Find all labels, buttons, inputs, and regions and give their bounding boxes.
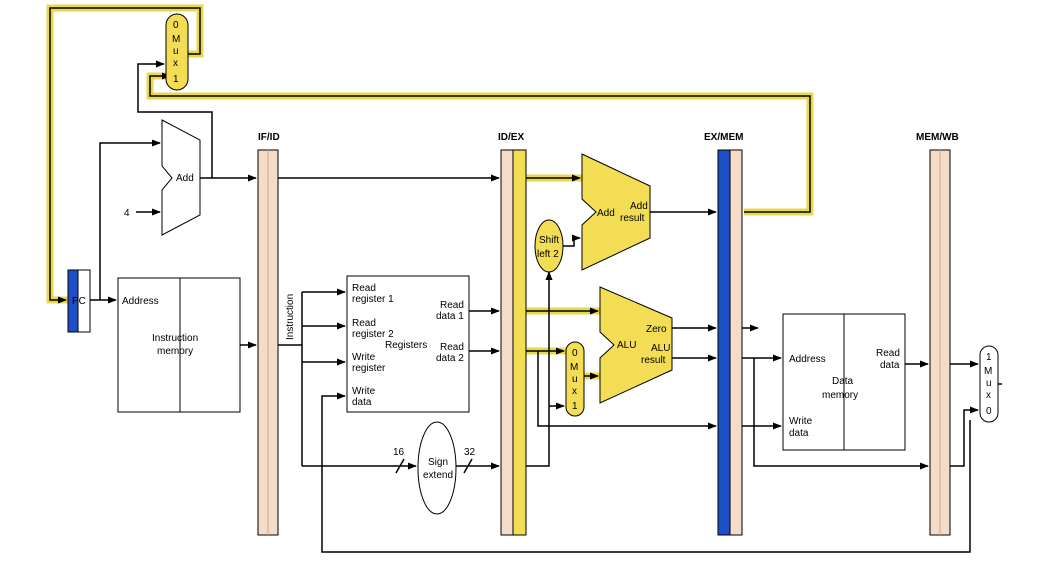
svg-text:data 2: data 2 (436, 353, 464, 364)
svg-text:result: result (620, 213, 645, 224)
if-id-label: IF/ID (258, 132, 280, 143)
svg-text:data: data (789, 428, 809, 439)
svg-text:Instruction: Instruction (152, 333, 198, 344)
sign-extend-unit: Sign extend 16 32 (393, 421, 476, 515)
instruction-memory: Address Instruction memory (117, 277, 241, 413)
svg-text:left 2: left 2 (537, 249, 559, 260)
if-adder-label: Add (176, 173, 194, 184)
svg-text:Write: Write (789, 416, 813, 427)
alu: ALU Zero ALU result (599, 286, 673, 404)
if-id-register: IF/ID (257, 132, 280, 536)
svg-text:data: data (880, 360, 900, 371)
svg-text:data: data (352, 397, 372, 408)
writeback-mux: 1 M u x 0 (979, 345, 999, 423)
svg-text:register 2: register 2 (352, 329, 394, 340)
ex-mem-label: EX/MEM (704, 132, 743, 143)
svg-text:u: u (173, 46, 179, 57)
register-file: Read register 1 Read register 2 Register… (346, 275, 470, 413)
svg-text:x: x (986, 390, 991, 401)
shift-left-2: Shift left 2 (534, 219, 564, 273)
alu-label: ALU (617, 340, 636, 351)
svg-text:Read: Read (352, 283, 376, 294)
svg-text:data 1: data 1 (436, 311, 464, 322)
svg-text:M: M (570, 362, 578, 373)
mem-wb-label: MEM/WB (916, 132, 959, 143)
svg-text:Write: Write (352, 386, 376, 397)
svg-text:Write: Write (352, 352, 376, 363)
svg-text:Read: Read (440, 300, 464, 311)
registers-title: Registers (385, 340, 427, 351)
ex-branch-adder: Add Add result (581, 153, 651, 271)
svg-text:result: result (641, 355, 666, 366)
pc-mux: 0 M u x 1 (165, 13, 189, 91)
svg-text:x: x (572, 386, 577, 397)
svg-text:u: u (572, 374, 578, 385)
wires (90, 60, 1002, 553)
data-memory: Address Data memory Read data Write data (782, 313, 906, 451)
svg-text:x: x (173, 58, 178, 69)
alu-zero-label: Zero (646, 324, 667, 335)
svg-text:Read: Read (352, 318, 376, 329)
id-ex-register: ID/EX (498, 132, 527, 536)
program-counter: PC (67, 269, 91, 333)
svg-text:0: 0 (572, 348, 578, 359)
pc-label: PC (72, 296, 86, 307)
svg-text:1: 1 (572, 401, 578, 412)
sign-extend-out-width: 32 (464, 447, 476, 458)
svg-text:Add: Add (630, 201, 648, 212)
svg-text:M: M (984, 366, 992, 377)
svg-text:memory: memory (157, 346, 193, 357)
mem-wb-register: MEM/WB (916, 132, 959, 536)
dmem-address-label: Address (789, 354, 826, 365)
if-adder: Add 4 (124, 119, 201, 236)
svg-text:Read: Read (876, 348, 900, 359)
svg-text:Read: Read (440, 342, 464, 353)
svg-text:0: 0 (173, 20, 179, 31)
svg-text:Data: Data (832, 376, 854, 387)
imem-address-label: Address (122, 296, 159, 307)
svg-text:1: 1 (986, 352, 992, 363)
ex-mem-register: EX/MEM (704, 132, 743, 536)
svg-text:1: 1 (173, 74, 179, 85)
ex-adder-label: Add (597, 208, 615, 219)
svg-text:M: M (172, 34, 180, 45)
svg-text:Sign: Sign (428, 457, 448, 468)
svg-text:memory: memory (822, 390, 858, 401)
svg-text:u: u (986, 378, 992, 389)
sign-extend-in-width: 16 (393, 447, 405, 458)
svg-text:register 1: register 1 (352, 294, 394, 305)
id-ex-label: ID/EX (498, 132, 524, 143)
instruction-bus-label: Instruction (285, 294, 296, 340)
svg-text:Shift: Shift (539, 235, 559, 246)
svg-text:register: register (352, 363, 386, 374)
constant-four: 4 (124, 208, 130, 219)
svg-text:extend: extend (423, 470, 453, 481)
svg-text:ALU: ALU (651, 343, 670, 354)
alu-mux: 0 M u x 1 (565, 341, 585, 417)
svg-text:0: 0 (986, 406, 992, 417)
